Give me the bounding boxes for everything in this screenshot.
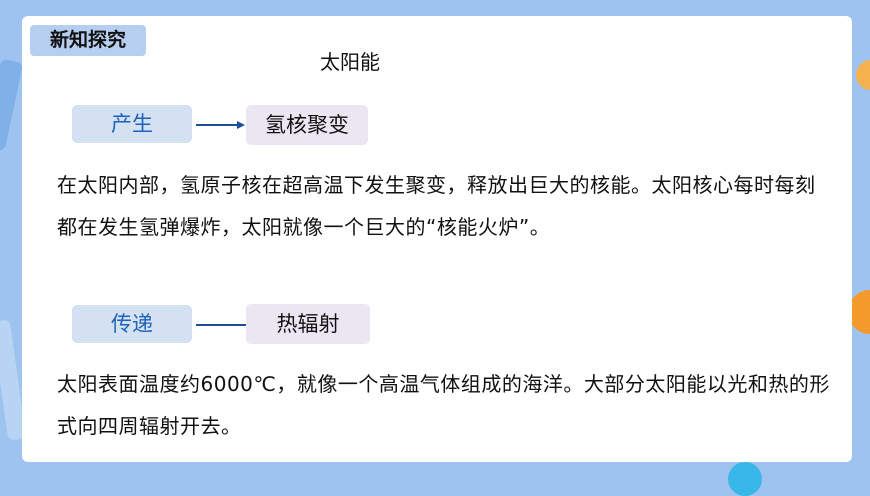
transfer-paragraph: 太阳表面温度约6000℃，就像一个高温气体组成的海洋。大部分太阳能以光和热的形式… xyxy=(57,372,830,438)
origin-target-pill: 氢核聚变 xyxy=(246,105,368,145)
origin-arrow-head xyxy=(237,121,245,129)
section-badge: 新知探究 xyxy=(30,25,146,56)
background-decor-orange-circle xyxy=(848,290,870,334)
page-title: 太阳能 xyxy=(320,50,380,74)
background-decor-left-1 xyxy=(0,58,24,152)
background-decor-teal-circle xyxy=(728,462,762,496)
transfer-label-pill: 传递 xyxy=(72,305,192,343)
content-card xyxy=(22,16,852,462)
origin-paragraph: 在太阳内部，氢原子核在超高温下发生聚变，释放出巨大的核能。太阳核心每时每刻都在发… xyxy=(57,173,816,239)
origin-label-pill: 产生 xyxy=(72,105,192,143)
background-decor-orange-circle-small xyxy=(856,60,870,90)
transfer-connector-line xyxy=(196,324,246,326)
origin-arrow-line xyxy=(196,124,238,126)
transfer-target-pill: 热辐射 xyxy=(246,304,370,344)
